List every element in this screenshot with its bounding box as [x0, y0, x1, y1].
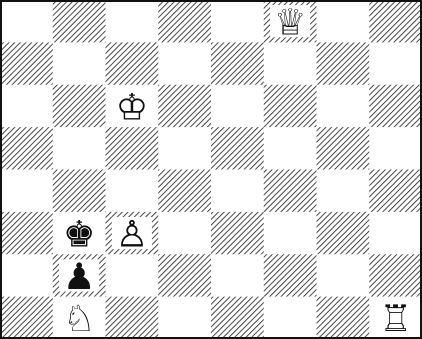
- white-queen-piece[interactable]: ♕: [274, 1, 307, 44]
- square-b6[interactable]: [53, 85, 106, 128]
- square-e5[interactable]: [211, 127, 264, 170]
- square-a8[interactable]: [0, 0, 53, 43]
- square-a4[interactable]: [0, 170, 53, 213]
- square-c5[interactable]: [106, 127, 159, 170]
- square-g7[interactable]: [317, 42, 370, 85]
- square-g5[interactable]: [317, 127, 370, 170]
- square-a2[interactable]: [0, 254, 53, 297]
- square-e7[interactable]: [211, 42, 264, 85]
- square-h5[interactable]: [369, 127, 422, 170]
- square-d4[interactable]: [158, 170, 211, 213]
- square-h8[interactable]: [369, 0, 422, 43]
- square-g6[interactable]: [317, 85, 370, 128]
- square-c2[interactable]: [106, 254, 159, 297]
- square-e3[interactable]: [211, 212, 264, 255]
- square-c1[interactable]: [106, 297, 159, 339]
- square-d6[interactable]: [158, 85, 211, 128]
- square-e4[interactable]: [211, 170, 264, 213]
- black-king-piece[interactable]: ♚: [63, 212, 96, 255]
- square-f7[interactable]: [264, 42, 317, 85]
- square-d1[interactable]: [158, 297, 211, 339]
- square-g2[interactable]: [317, 254, 370, 297]
- square-e2[interactable]: [211, 254, 264, 297]
- square-f6[interactable]: [264, 85, 317, 128]
- white-king-piece[interactable]: ♔: [116, 85, 149, 128]
- square-g8[interactable]: [317, 0, 370, 43]
- square-f1[interactable]: [264, 297, 317, 339]
- square-b7[interactable]: [53, 42, 106, 85]
- square-c4[interactable]: [106, 170, 159, 213]
- square-d5[interactable]: [158, 127, 211, 170]
- square-f4[interactable]: [264, 170, 317, 213]
- square-f2[interactable]: [264, 254, 317, 297]
- black-pawn-piece[interactable]: ♟: [63, 255, 96, 298]
- square-h7[interactable]: [369, 42, 422, 85]
- square-c8[interactable]: [106, 0, 159, 43]
- square-d8[interactable]: [158, 0, 211, 43]
- square-e8[interactable]: [211, 0, 264, 43]
- square-h2[interactable]: [369, 254, 422, 297]
- square-g3[interactable]: [317, 212, 370, 255]
- square-g4[interactable]: [317, 170, 370, 213]
- white-knight-piece[interactable]: ♘: [63, 297, 96, 339]
- square-h6[interactable]: [369, 85, 422, 128]
- square-b5[interactable]: [53, 127, 106, 170]
- square-g1[interactable]: [317, 297, 370, 339]
- square-a5[interactable]: [0, 127, 53, 170]
- square-d2[interactable]: [158, 254, 211, 297]
- square-h4[interactable]: [369, 170, 422, 213]
- square-c7[interactable]: [106, 42, 159, 85]
- square-b4[interactable]: [53, 170, 106, 213]
- square-f3[interactable]: [264, 212, 317, 255]
- square-f5[interactable]: [264, 127, 317, 170]
- white-rook-piece[interactable]: ♖: [379, 297, 412, 339]
- square-d7[interactable]: [158, 42, 211, 85]
- square-a3[interactable]: [0, 212, 53, 255]
- square-a6[interactable]: [0, 85, 53, 128]
- square-h3[interactable]: [369, 212, 422, 255]
- square-a7[interactable]: [0, 42, 53, 85]
- square-e6[interactable]: [211, 85, 264, 128]
- square-d3[interactable]: [158, 212, 211, 255]
- square-a1[interactable]: [0, 297, 53, 339]
- white-pawn-piece[interactable]: ♙: [116, 212, 149, 255]
- square-b8[interactable]: [53, 0, 106, 43]
- square-e1[interactable]: [211, 297, 264, 339]
